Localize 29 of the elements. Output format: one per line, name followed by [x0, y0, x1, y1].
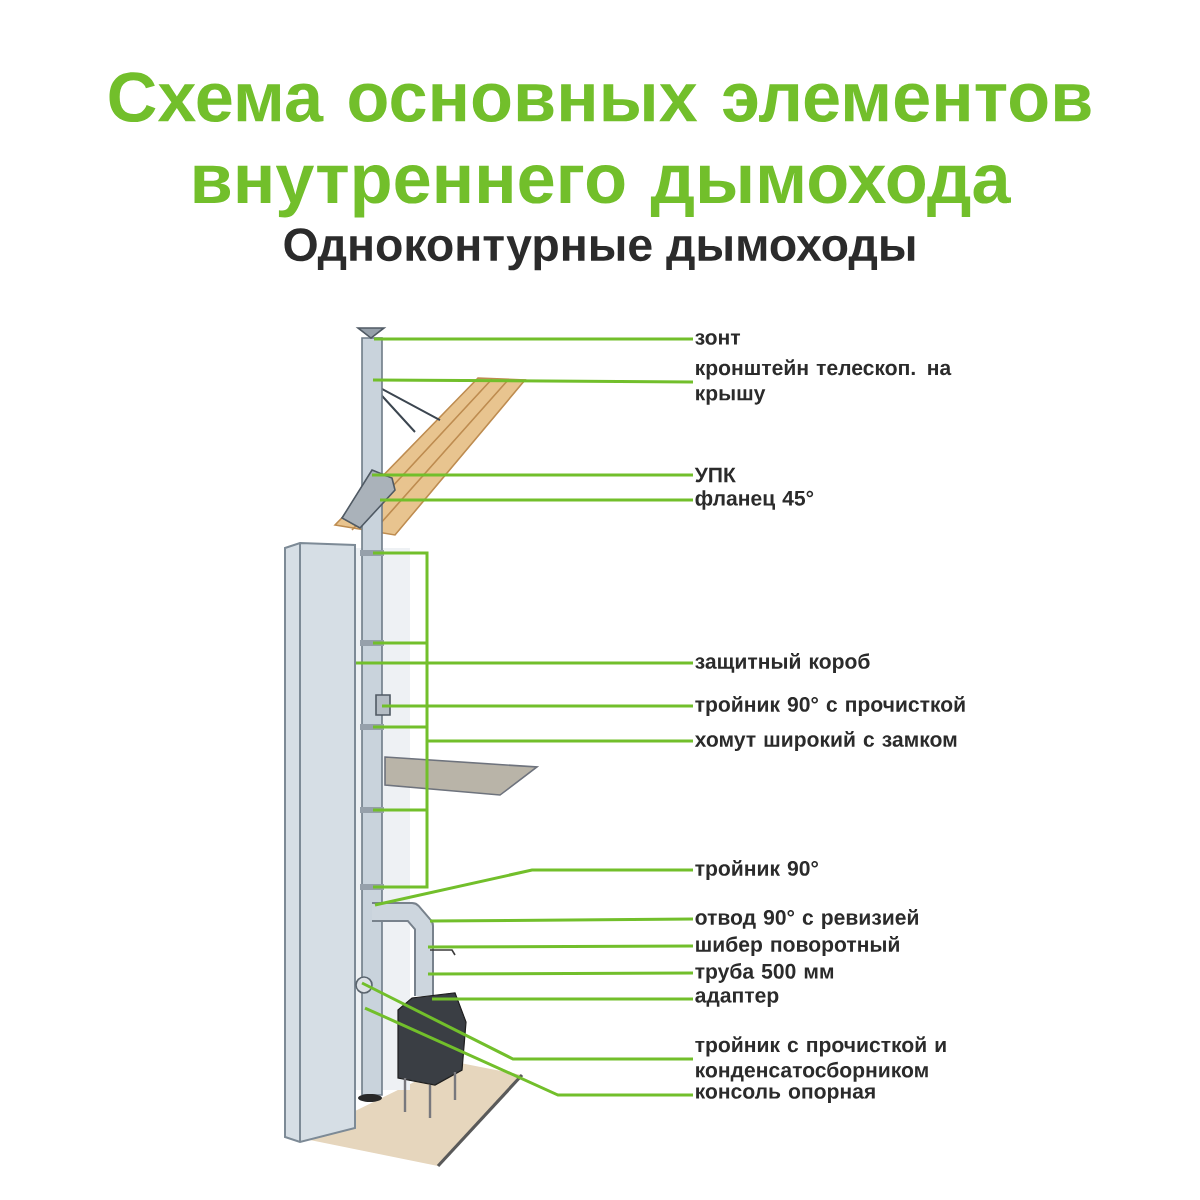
callout-label: защитный короб: [695, 653, 870, 674]
callout-label: консоль опорная: [696, 1087, 875, 1103]
leader-line: [382, 704, 693, 708]
callout-label: УПК: [694, 467, 736, 483]
callout-label: шибер поворотный: [696, 936, 899, 957]
callout-label: кронштейн телескоп. на крышу: [696, 359, 952, 405]
callout-label: тройник 90° с прочисткой: [695, 696, 965, 717]
title: Схема основных элементов внутреннего дымохода: [109, 72, 1091, 218]
leader-line: [374, 868, 693, 907]
leader-line: [432, 997, 693, 1001]
callout-label: тройник 90°: [695, 860, 818, 881]
leader-line: [373, 378, 693, 384]
leader-line: [356, 661, 693, 665]
leader-line: [361, 981, 693, 1061]
leader-line: [428, 944, 693, 949]
leader-line: [364, 1006, 693, 1097]
callout-label: хомут широкий с замком: [694, 731, 957, 752]
leader-line: [380, 498, 693, 502]
callout-label: труба 500 мм: [695, 963, 834, 983]
subtitle: Одноконтурные дымоходы: [284, 228, 915, 271]
leader-line: [374, 337, 693, 341]
leader-line: [371, 551, 695, 889]
callout-label: зонт: [695, 333, 741, 345]
leader-line: [372, 473, 693, 477]
leader-line: [430, 917, 693, 923]
callout-label: фланец 45°: [695, 490, 814, 510]
callout-label: отвод 90° с ревизией: [695, 909, 918, 930]
leader-line: [428, 971, 693, 976]
callout-label: адаптер: [695, 991, 779, 1007]
